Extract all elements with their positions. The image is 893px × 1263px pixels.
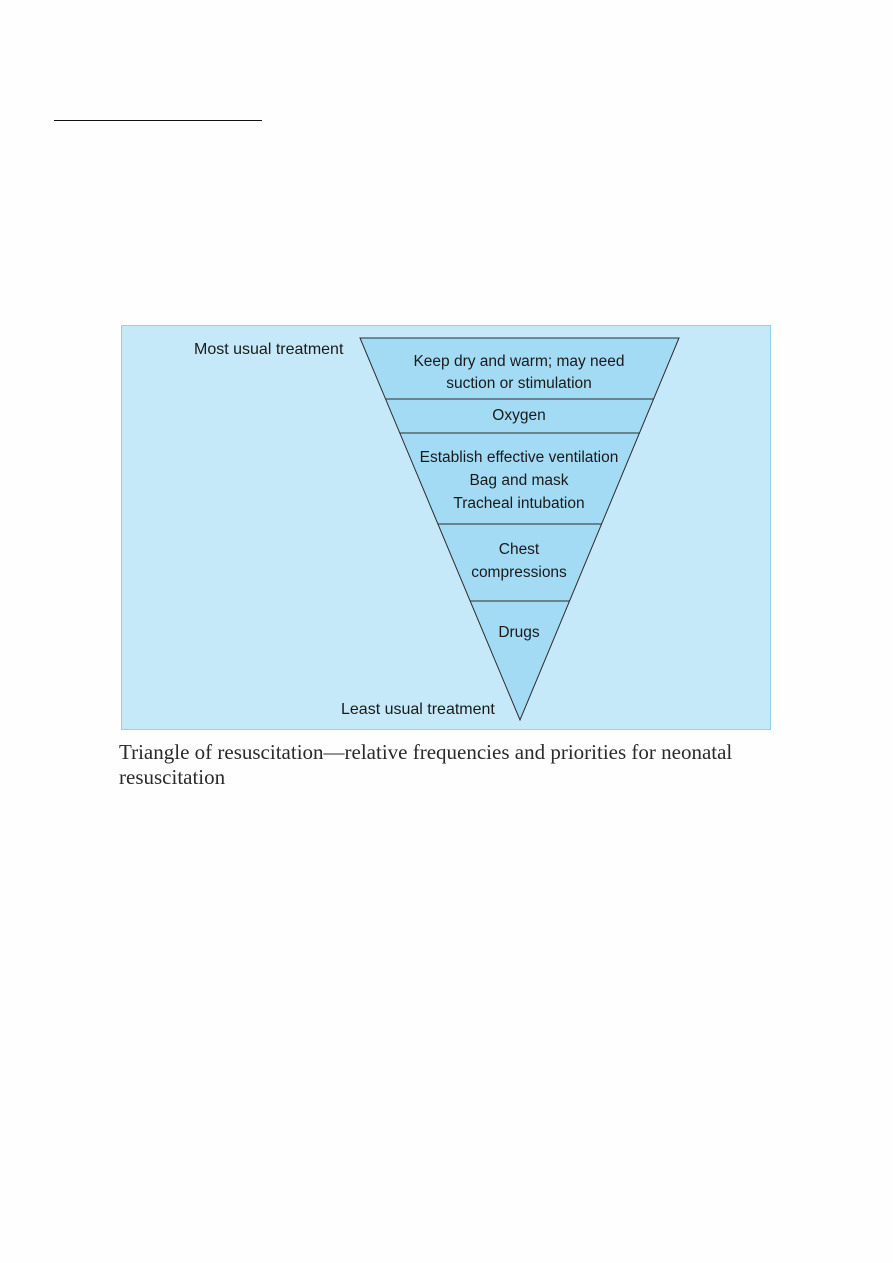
level-4-line-1: Chest bbox=[499, 541, 540, 558]
level-3-line-3: Tracheal intubation bbox=[453, 495, 584, 512]
triangle-diagram: Keep dry and warm; may need suction or s… bbox=[194, 337, 680, 722]
level-3-line-1: Establish effective ventilation bbox=[420, 449, 619, 466]
heading-underline bbox=[54, 120, 262, 121]
most-usual-treatment-label: Most usual treatment bbox=[194, 341, 344, 358]
least-usual-treatment-label: Least usual treatment bbox=[341, 701, 495, 718]
level-1-line-2: suction or stimulation bbox=[446, 375, 592, 392]
level-1-line-1: Keep dry and warm; may need bbox=[413, 353, 624, 370]
level-2-line-1: Oxygen bbox=[492, 407, 545, 424]
level-3-line-2: Bag and mask bbox=[469, 472, 568, 489]
figure-caption: Triangle of resuscitation—relative frequ… bbox=[119, 740, 733, 789]
level-4-line-2: compressions bbox=[471, 564, 567, 581]
resuscitation-triangle-figure: Keep dry and warm; may need suction or s… bbox=[121, 325, 771, 730]
inverted-triangle bbox=[359, 337, 680, 722]
level-5-line-1: Drugs bbox=[498, 624, 540, 641]
